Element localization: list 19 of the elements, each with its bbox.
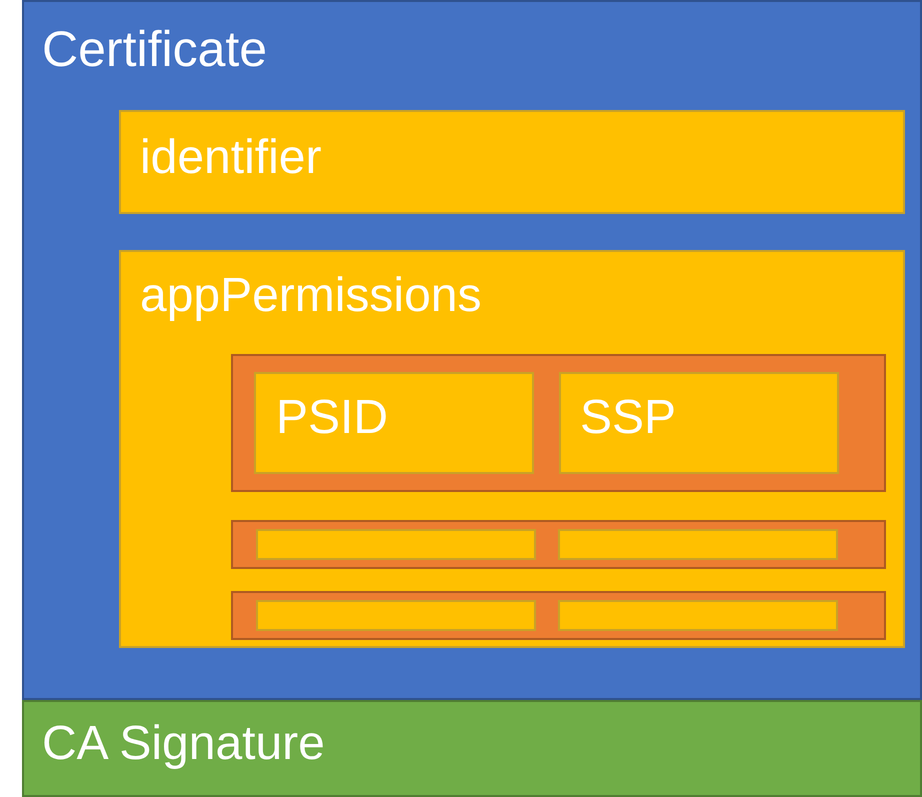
field-box: [254, 372, 534, 474]
box-label: identifier: [140, 134, 322, 182]
entry-row: [231, 591, 886, 640]
box-label: Certificate: [42, 24, 268, 74]
field-box: [558, 529, 838, 560]
field-box: [558, 600, 838, 631]
entry-row: [231, 520, 886, 569]
signature-bar: [22, 700, 922, 797]
box-label: SSP: [580, 394, 676, 442]
box-label: CA Signature: [42, 720, 325, 768]
entry-row: [231, 354, 886, 492]
field-box: [256, 529, 536, 560]
field-box: [119, 110, 905, 214]
box-label: PSID: [276, 394, 388, 442]
field-box: [119, 250, 905, 648]
field-box: [559, 372, 839, 474]
box-label: appPermissions: [140, 272, 482, 320]
field-box: [256, 600, 536, 631]
certificate-panel: [22, 0, 922, 700]
